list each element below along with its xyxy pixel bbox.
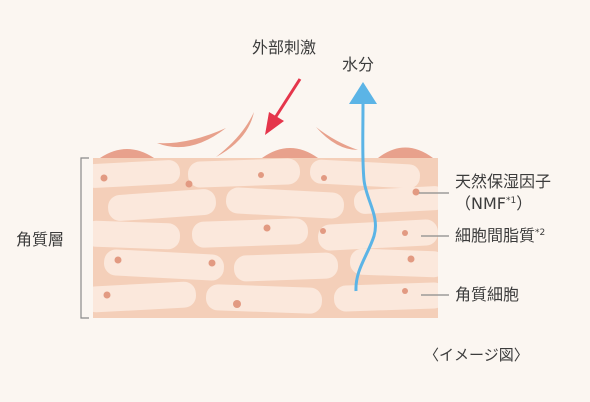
nmf-dots <box>100 172 420 308</box>
nmf-dot <box>103 291 111 299</box>
nmf-dot <box>402 288 408 294</box>
flake <box>157 128 226 148</box>
nmf-abbrev-close: ） <box>516 194 533 213</box>
corneocyte-label: 角質細胞 <box>455 285 520 304</box>
corneocyte-cell <box>93 220 181 250</box>
intercellular-lipid-label: 細胞間脂質*2 <box>455 228 545 244</box>
flake <box>378 147 433 158</box>
corneocyte-cells <box>93 158 438 314</box>
corneocyte-cell <box>93 160 181 188</box>
corneocyte-cell <box>191 218 309 248</box>
nmf-dot <box>321 175 327 181</box>
nmf-dot <box>100 174 108 182</box>
external-stimulus-arrow <box>265 78 302 135</box>
flake <box>216 112 254 157</box>
corneocyte-cell <box>104 249 224 281</box>
corneocyte-cell <box>226 187 344 219</box>
stratum-corneum-label: 角質層 <box>16 230 65 249</box>
nmf-dot <box>407 255 415 263</box>
flake <box>100 149 154 158</box>
corneocyte-cell <box>108 189 216 221</box>
external-stimulus-label: 外部刺激 <box>252 38 317 57</box>
nmf-abbrev-label: （NMF*1） <box>455 196 532 212</box>
nmf-dot <box>114 256 122 264</box>
nmf-dot <box>402 230 408 236</box>
corneocyte-cell <box>205 284 323 314</box>
image-caption: 〈イメージ図〉 <box>424 346 529 364</box>
flake <box>316 127 358 150</box>
nmf-dot <box>412 188 420 196</box>
nmf-dot <box>263 224 271 232</box>
surface-flakes <box>100 112 433 158</box>
leader-lines <box>419 192 449 296</box>
nmf-dot <box>320 228 326 234</box>
corneocyte-cell <box>187 158 301 188</box>
corneocyte-cell <box>233 252 339 282</box>
water-label: 水分 <box>342 55 375 74</box>
corneocyte-cell <box>318 219 438 251</box>
nmf-dot <box>185 180 193 188</box>
corneocyte-cell <box>349 248 438 278</box>
intercellular-lipid-text: 細胞間脂質 <box>455 226 536 245</box>
nmf-abbrev-text: （NMF <box>455 194 506 213</box>
nmf-dot <box>258 172 264 178</box>
stratum-corneum-bracket <box>80 157 89 319</box>
nmf-footnote-mark: *1 <box>505 196 517 206</box>
water-arrow <box>349 82 377 292</box>
nmf-label: 天然保湿因子 <box>455 172 552 191</box>
nmf-dot <box>233 300 241 308</box>
flake <box>262 148 318 158</box>
corneocyte-cell <box>93 281 196 313</box>
nmf-dot <box>208 259 216 267</box>
lipid-footnote-mark: *2 <box>535 228 546 238</box>
corneocyte-cell <box>333 282 438 312</box>
